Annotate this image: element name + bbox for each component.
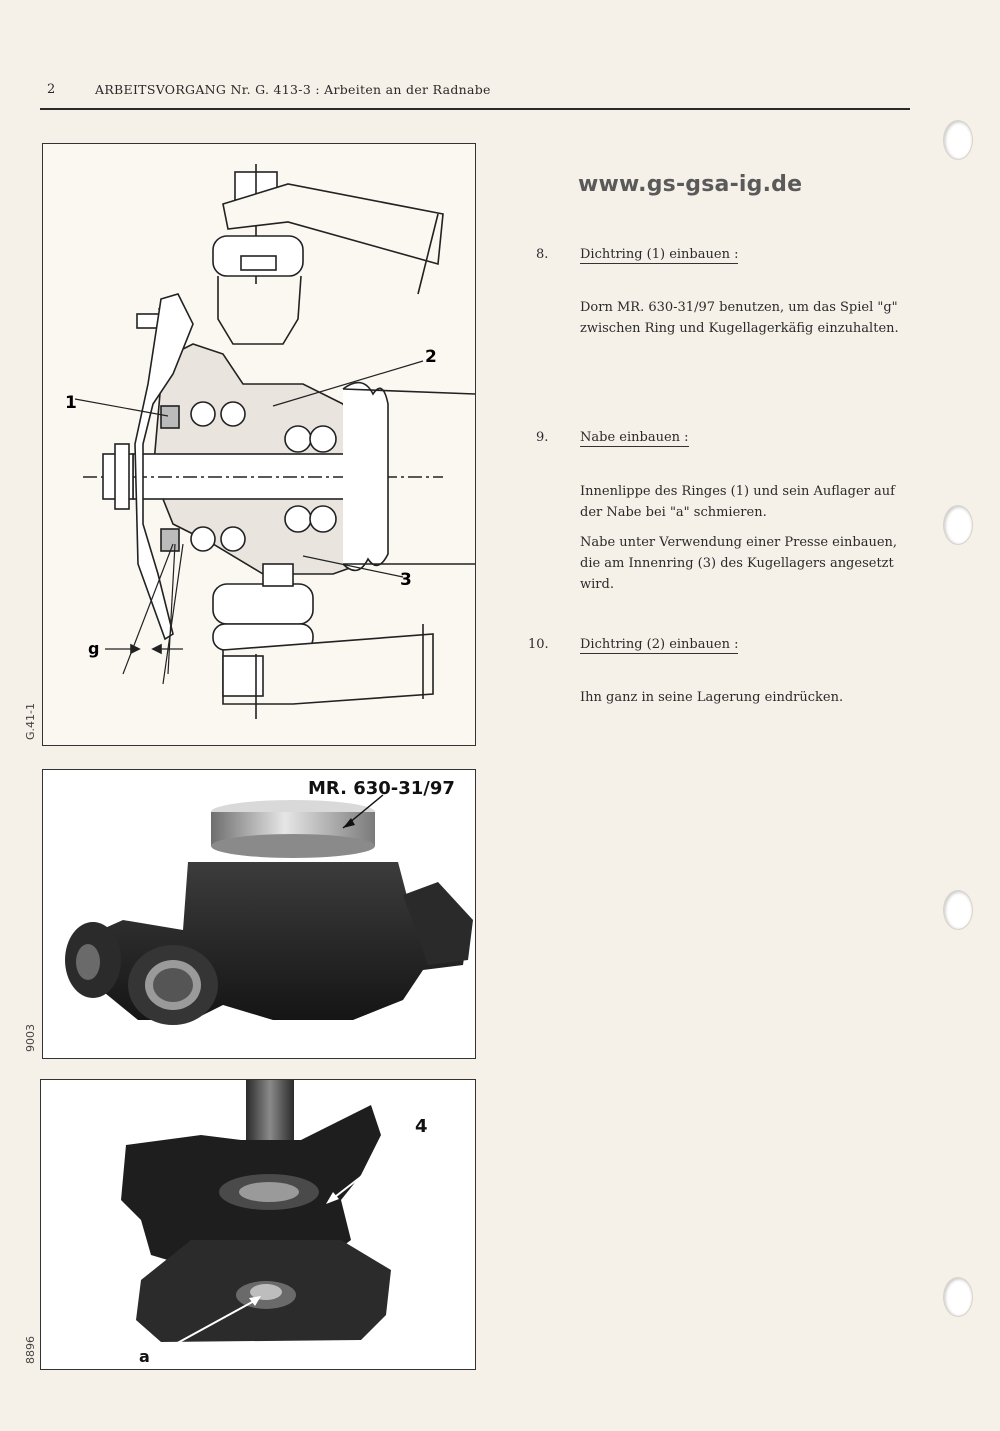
cross-section-drawing: 1 2 3 g [65,164,475,719]
callout-g: g [88,639,99,658]
step-9-heading: Nabe einbauen : [580,430,689,447]
figure-hub-press-photo: 4 a [40,1079,476,1370]
step-8-number: 8. [536,247,549,262]
header-rule [40,108,910,110]
hub-press-illustration: 4 a [121,1080,428,1366]
figure-cross-section: 1 2 3 g [42,143,476,746]
binder-hole-2 [943,505,973,545]
step-10-text: Ihn ganz in seine Lagerung eindrücken. [580,690,844,705]
fig3-side-label: 8896 [24,1336,37,1364]
callout-1: 1 [65,393,77,413]
callout-4: 4 [415,1116,428,1137]
step-8-text: Dorn MR. 630-31/97 benutzen, um das Spie… [580,300,899,336]
fig2-side-label: 9003 [24,1024,37,1052]
step-10-heading: Dichtring (2) einbauen : [580,637,739,654]
figure-tool-photo: MR. 630-31/97 [42,769,476,1059]
step-10-number: 10. [528,637,549,652]
callout-3: 3 [400,570,412,590]
step-9-text-1: Innenlippe des Ringes (1) und sein Aufla… [580,484,895,520]
callout-2: 2 [425,347,437,367]
tool-label: MR. 630-31/97 [308,778,455,799]
watermark-url: www.gs-gsa-ig.de [578,172,803,197]
step-8-heading: Dichtring (1) einbauen : [580,247,739,264]
page-title: ARBEITSVORGANG Nr. G. 413-3 : Arbeiten a… [95,82,491,97]
step-9-text-2: Nabe unter Verwendung einer Presse einba… [580,535,898,592]
page-number: 2 [47,82,56,97]
binder-hole-4 [943,1277,973,1317]
tool-photo-illustration: MR. 630-31/97 [65,778,473,1025]
binder-hole-3 [943,890,973,930]
binder-hole-1 [943,120,973,160]
step-9-number: 9. [536,430,549,445]
callout-a: a [139,1347,150,1366]
fig1-side-label: G.41-1 [24,703,37,740]
